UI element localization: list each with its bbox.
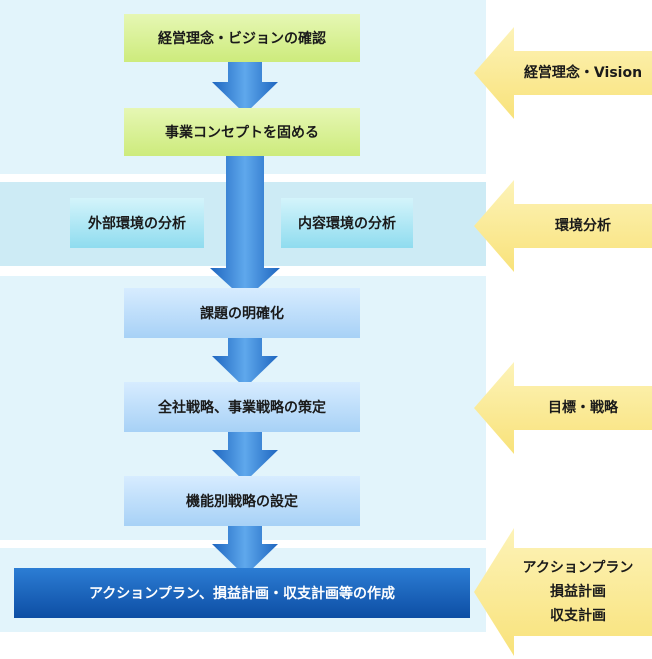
down-arrow-icon: [210, 152, 280, 300]
left-arrow-icon: [474, 362, 652, 454]
side-arrow-vision: 経営理念・Vision: [474, 27, 652, 119]
external-analysis-box: 外部環境の分析: [70, 198, 204, 248]
business-concept-box: 事業コンセプトを固める: [124, 108, 360, 156]
side-label-goals: 目標・戦略: [548, 400, 618, 416]
side-label-action-line: 収支計画: [549, 608, 606, 624]
left-arrow-icon: [474, 180, 652, 272]
side-label-environment: 環境分析: [555, 218, 611, 234]
side-arrow-action: アクションプラン 損益計画 収支計画: [474, 528, 652, 656]
down-arrow-icon: [212, 518, 278, 576]
issue-clarification-box: 課題の明確化: [124, 288, 360, 338]
side-arrow-environment: 環境分析: [474, 180, 652, 272]
left-arrow-icon: [474, 27, 652, 119]
down-arrow-icon: [212, 56, 278, 114]
action-plan-box: アクションプラン、損益計画・収支計画等の作成: [14, 568, 470, 618]
down-arrow-icon: [212, 330, 278, 388]
flow-arrows: [210, 56, 280, 576]
internal-analysis-box: 内容環境の分析: [281, 198, 413, 248]
strategy-formulation-box: 全社戦略、事業戦略の策定: [124, 382, 360, 432]
functional-strategy-box: 機能別戦略の設定: [124, 476, 360, 526]
side-label-action: アクションプラン 損益計画 収支計画: [523, 556, 634, 628]
side-label-action-line: 損益計画: [549, 584, 606, 600]
left-arrow-icon: [474, 528, 652, 656]
side-arrow-goals: 目標・戦略: [474, 362, 652, 454]
down-arrow-icon: [212, 424, 278, 482]
side-label-action-line: アクションプラン: [522, 560, 634, 576]
side-label-vision: 経営理念・Vision: [523, 65, 643, 81]
vision-check-box: 経営理念・ビジョンの確認: [124, 14, 360, 62]
